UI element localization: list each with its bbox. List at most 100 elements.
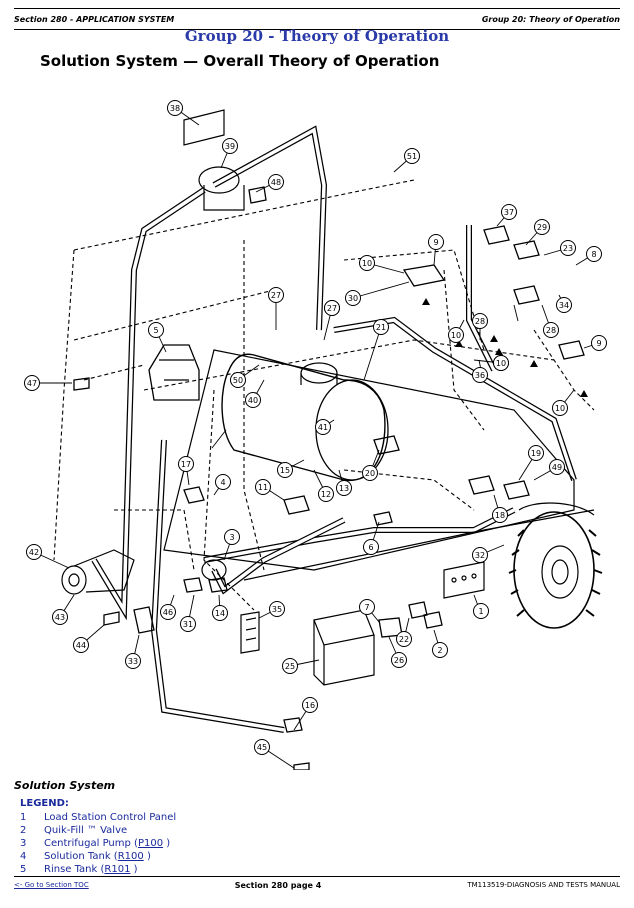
callout-label: 44 bbox=[76, 641, 86, 650]
callout-label: 46 bbox=[163, 608, 173, 617]
callout-label: 48 bbox=[271, 178, 281, 187]
callout-label: 25 bbox=[285, 662, 295, 671]
callout-label: 20 bbox=[365, 469, 375, 478]
callout-label: 32 bbox=[475, 551, 485, 560]
callout-circle bbox=[245, 392, 261, 408]
callout-circle bbox=[473, 603, 489, 619]
legend-text: Centrifugal Pump ( bbox=[44, 838, 138, 849]
callout-circle bbox=[224, 529, 240, 545]
legend-number: 5 bbox=[20, 864, 27, 875]
header-section: Section 280 - APPLICATION SYSTEM bbox=[14, 14, 175, 24]
callout-label: 39 bbox=[225, 142, 235, 151]
callout-circle bbox=[552, 400, 568, 416]
callout-circle bbox=[493, 355, 509, 371]
callout-circle bbox=[160, 604, 176, 620]
legend-item: 4 Solution Tank ( R100 ) bbox=[20, 851, 151, 862]
legend-ref-link[interactable]: R101 bbox=[104, 864, 131, 875]
callout-circle bbox=[472, 313, 488, 329]
callout-circle bbox=[543, 322, 559, 338]
callout-label: 10 bbox=[496, 359, 506, 368]
callout-label: 40 bbox=[248, 396, 258, 405]
callout-label: 4 bbox=[220, 478, 225, 487]
callout-circle bbox=[362, 465, 378, 481]
callout-label: 42 bbox=[29, 548, 39, 557]
callout-circle bbox=[315, 419, 331, 435]
callout-circle bbox=[302, 697, 318, 713]
callout-circle bbox=[391, 652, 407, 668]
callout-label: 10 bbox=[555, 404, 565, 413]
callout-label: 7 bbox=[364, 603, 369, 612]
legend-text: Quik-Fill ™ Valve bbox=[44, 825, 128, 836]
callout-label: 14 bbox=[215, 609, 225, 618]
callout-circle bbox=[472, 367, 488, 383]
callout-circle bbox=[345, 290, 361, 306]
callout-circle bbox=[52, 609, 68, 625]
callout-circle bbox=[359, 599, 375, 615]
callout-circle bbox=[432, 642, 448, 658]
callout-circle bbox=[373, 319, 389, 335]
callout-label: 18 bbox=[495, 511, 505, 520]
legend-title: LEGEND: bbox=[20, 798, 69, 809]
callout-label: 41 bbox=[318, 423, 328, 432]
callout-circle bbox=[363, 539, 379, 555]
callout-label: 3 bbox=[229, 533, 234, 542]
callout-label: 50 bbox=[233, 376, 243, 385]
callout-circle bbox=[277, 462, 293, 478]
callout-label: 23 bbox=[563, 244, 573, 253]
callout-label: 21 bbox=[376, 323, 386, 332]
legend-ref-link[interactable]: R100 bbox=[117, 851, 144, 862]
callout-circle bbox=[359, 255, 375, 271]
callout-circle bbox=[501, 204, 517, 220]
callout-circle bbox=[556, 297, 572, 313]
callout-circle bbox=[336, 480, 352, 496]
callout-label: 16 bbox=[305, 701, 315, 710]
callout-circle bbox=[167, 100, 183, 116]
callout-label: 37 bbox=[504, 208, 514, 217]
legend-ref-link[interactable]: P100 bbox=[137, 838, 164, 849]
callout-circle bbox=[404, 148, 420, 164]
manual-id: TM113519-DIAGNOSIS AND TESTS MANUAL bbox=[467, 881, 620, 889]
callout-label: 9 bbox=[433, 238, 438, 247]
callout-circle bbox=[222, 138, 238, 154]
figure-caption: Solution System bbox=[14, 779, 116, 792]
callout-circle bbox=[268, 174, 284, 190]
callout-label: 15 bbox=[280, 466, 290, 475]
callout-circle bbox=[255, 479, 271, 495]
callout-circle bbox=[254, 739, 270, 755]
toc-link[interactable]: <- Go to Section TOC bbox=[14, 881, 89, 889]
callout-label: 31 bbox=[183, 620, 193, 629]
callout-label: 28 bbox=[546, 326, 556, 335]
legend-list: 1 Load Station Control Panel 2 Quik-Fill… bbox=[20, 811, 176, 876]
callout-label: 30 bbox=[348, 294, 358, 303]
callout-label: 2 bbox=[437, 646, 442, 655]
callout-circle bbox=[534, 219, 550, 235]
legend-item: 3 Centrifugal Pump ( P100 ) bbox=[20, 838, 171, 849]
legend-text: Rinse Tank ( bbox=[44, 864, 105, 875]
callout-label: 33 bbox=[128, 657, 138, 666]
callout-label: 5 bbox=[153, 326, 158, 335]
callout-circle bbox=[472, 547, 488, 563]
solution-system-diagram: 1234567899910101010111213141516171819202… bbox=[24, 100, 607, 770]
callout-label: 51 bbox=[407, 152, 417, 161]
page-footer: <- Go to Section TOC Section 280 page 4 … bbox=[14, 876, 620, 893]
legend-text: Load Station Control Panel bbox=[44, 812, 177, 823]
page-number: Section 280 page 4 bbox=[234, 880, 322, 890]
callout-label: 13 bbox=[339, 484, 349, 493]
callout-circle bbox=[324, 300, 340, 316]
callout-label: 27 bbox=[271, 291, 281, 300]
callout-label: 22 bbox=[399, 635, 409, 644]
callout-label: 6 bbox=[368, 543, 373, 552]
callout-label: 12 bbox=[321, 490, 331, 499]
legend-item: 5 Rinse Tank ( R101 ) bbox=[20, 864, 138, 875]
section-title: Solution System — Overall Theory of Oper… bbox=[40, 52, 440, 70]
callout-group: 1234567899910101010111213141516171819202… bbox=[24, 100, 607, 755]
callout-circle bbox=[269, 601, 285, 617]
callout-label: 43 bbox=[55, 613, 65, 622]
legend-item: 2 Quik-Fill ™ Valve bbox=[20, 824, 176, 837]
callout-circle bbox=[125, 653, 141, 669]
page-header: Section 280 - APPLICATION SYSTEM Group 2… bbox=[14, 8, 620, 30]
callout-label: 9 bbox=[596, 339, 601, 348]
callout-circle bbox=[148, 322, 164, 338]
callout-circle bbox=[591, 335, 607, 351]
callout-label: 35 bbox=[272, 605, 282, 614]
